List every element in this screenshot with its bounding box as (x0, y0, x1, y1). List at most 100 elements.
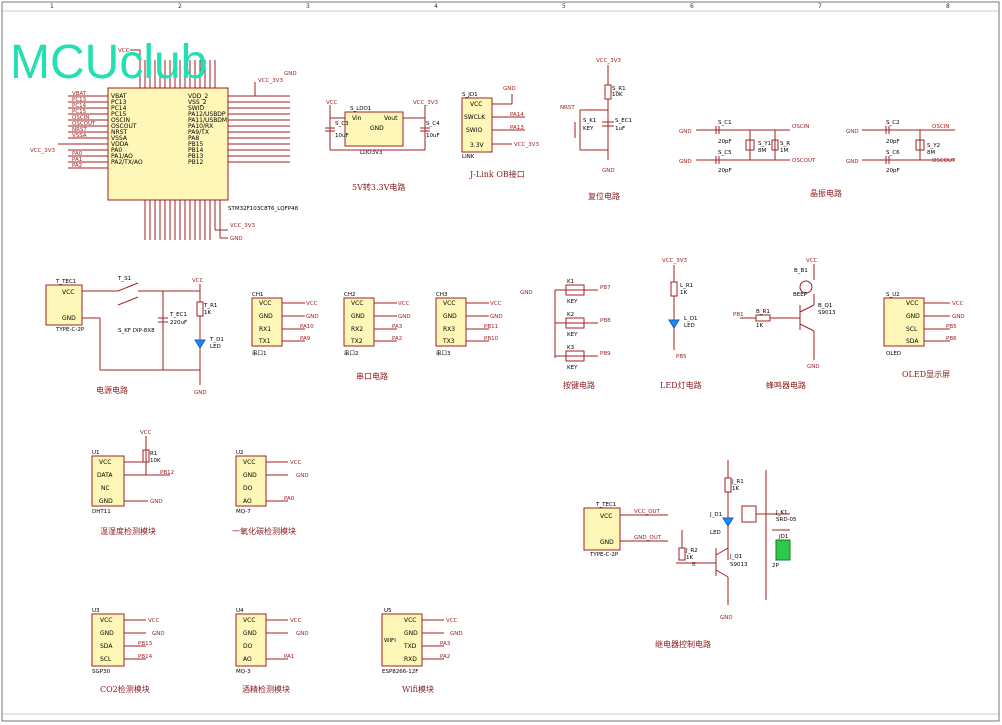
jlink-connector (461, 97, 493, 153)
net-label: B (692, 562, 696, 568)
caption: 蜂鸣器电路 (766, 380, 806, 390)
component-value: 1K (680, 290, 687, 296)
pin-label: SWCLK (464, 114, 486, 121)
mcu-chip (107, 87, 229, 201)
net-label: PA1 (72, 157, 82, 163)
component-value: OLED (886, 351, 901, 357)
net-label: VCC_3V3 (596, 58, 621, 64)
pin-label: 3.3V (470, 142, 485, 149)
key-circuit: GND K1 KEY K2 KEY K3 KEY PB7 PB8 PB9 按键电… (520, 279, 611, 390)
buzzer-circuit: VCC B_B1 BEEP PB1 B_R1 1K B_Q1 S9013 GND… (733, 258, 836, 390)
component-value: MQ-7 (236, 509, 251, 515)
net-label: VCC (490, 301, 502, 307)
net-label: PB5 (676, 354, 687, 360)
mcu-block: VCC VCC_3V3 GND STM32F103C8T6_LQFP48 (30, 48, 299, 242)
net-label: VCC_OUT (634, 509, 661, 515)
component-ref: S_C5 (718, 150, 732, 156)
net-label: GND (520, 290, 533, 296)
pin-label: NC (101, 485, 110, 492)
net-label: VCC (446, 618, 458, 624)
relay-typec-connector (583, 507, 621, 551)
mcu-pin-label: PC15 (111, 111, 127, 118)
component-value: 10uF (426, 133, 440, 139)
net-label: VCC_3V3 (413, 100, 438, 106)
net-label: VSSA (72, 133, 87, 139)
pin-label: TXD (403, 643, 417, 650)
component-ref: T_R1 (203, 303, 217, 309)
pin-label: GND (370, 125, 384, 132)
net-label: PA3 (440, 641, 451, 647)
component-value: 1K (204, 310, 211, 316)
mcu-pin-label: PA12/USBDP (188, 111, 226, 118)
caption: 温湿度检测模块 (100, 526, 156, 536)
pin-label: RX3 (443, 326, 455, 333)
sgp30-connector (91, 613, 125, 667)
net-label: GND (679, 159, 692, 165)
component-ref: S_R1 (612, 86, 626, 92)
pin-label: VCC (906, 300, 918, 307)
component-ref: S_K1 (583, 118, 596, 124)
component-ref: K1 (567, 279, 574, 285)
component-value: 2P (772, 563, 779, 569)
mcu-pin-label: PA8 (188, 135, 199, 142)
pin-label: VCC (351, 300, 363, 307)
pin-label: GND (906, 313, 920, 320)
net-label: PA14 (510, 112, 524, 118)
component-ref: T_D1 (209, 337, 224, 343)
component-ref: J_R1 (731, 479, 744, 485)
oled-circuit: S_U2 VCC GND SCL SDA OLED VCC GND PB5 PB… (883, 292, 965, 379)
component-value: LED (210, 344, 221, 350)
mcu-pin-label: PA9/TX (188, 129, 209, 136)
led-circuit: VCC_3V3 L_R1 1K L_D1 LED PB5 LED灯电路 (660, 258, 702, 390)
component-value: 串口2 (344, 350, 359, 357)
component-value: 1M (780, 148, 788, 154)
mcu-pin-label: VDDA (111, 141, 129, 148)
frame-number: 1 (50, 3, 54, 10)
pin-label: AO (243, 656, 252, 663)
component-value: KEY (567, 365, 578, 371)
caption: 酒精检测模块 (242, 684, 290, 694)
sgp30-circuit: U3 VCC GND SDA SCL SGP30 VCC GND PB13 PB… (91, 608, 165, 694)
component-ref: CH1 (252, 292, 263, 298)
net-label: GND (450, 631, 463, 637)
net-label: VCC (806, 258, 818, 264)
component-ref: S_EC1 (615, 118, 632, 124)
net-label: PA13 (510, 125, 524, 131)
net-label: PB1 (733, 312, 744, 318)
mq7-circuit: U2 VCC GND DO AO MQ-7 VCC GND PA0 一氧化碳检测… (232, 450, 309, 536)
net-label: GND (807, 364, 820, 370)
pin-label: DATA (97, 472, 113, 479)
component-ref: T_TEC1 (55, 279, 76, 285)
component-value: 1K (686, 555, 693, 561)
component-ref: T_EC1 (169, 312, 187, 318)
net-label: GND (306, 314, 319, 320)
component-value: KEY (583, 126, 594, 132)
net-label: OSCIN (792, 124, 809, 130)
net-label: GND (846, 129, 859, 135)
net-label: PB13 (138, 641, 153, 647)
component-ref: S_Y2 (927, 143, 940, 149)
caption: 电源电路 (96, 385, 128, 395)
net-label: VCC_3V3 (662, 258, 687, 264)
mcu-pin-label: PB13 (188, 153, 204, 160)
pin-label: TX3 (442, 338, 455, 345)
mcu-pin-label: VDD_2 (188, 93, 208, 100)
net-label: PA2 (72, 163, 82, 169)
net-label: PB10 (484, 336, 499, 342)
chip-label: WIFI (384, 638, 396, 644)
pin-label: DO (243, 485, 253, 492)
pin-label: GND (404, 630, 418, 637)
frame-number: 4 (434, 3, 438, 10)
pin-label: SDA (906, 338, 919, 345)
mcu-pin-label: PB14 (188, 147, 204, 154)
net-label: PA0 (72, 151, 83, 157)
component-ref: JD1 (778, 534, 788, 540)
mcu-ref: STM32F103C8T6_LQFP48 (228, 206, 299, 212)
caption: CO2检测模块 (100, 684, 150, 694)
component-ref: B_R1 (756, 309, 770, 315)
pin-label: GND (243, 472, 257, 479)
caption: J-Link OB接口 (469, 169, 525, 179)
pin-label: GND (443, 313, 457, 320)
component-value: TYPE-C-2P (589, 552, 619, 558)
mcu-pin-label: OSCIN (111, 117, 130, 124)
